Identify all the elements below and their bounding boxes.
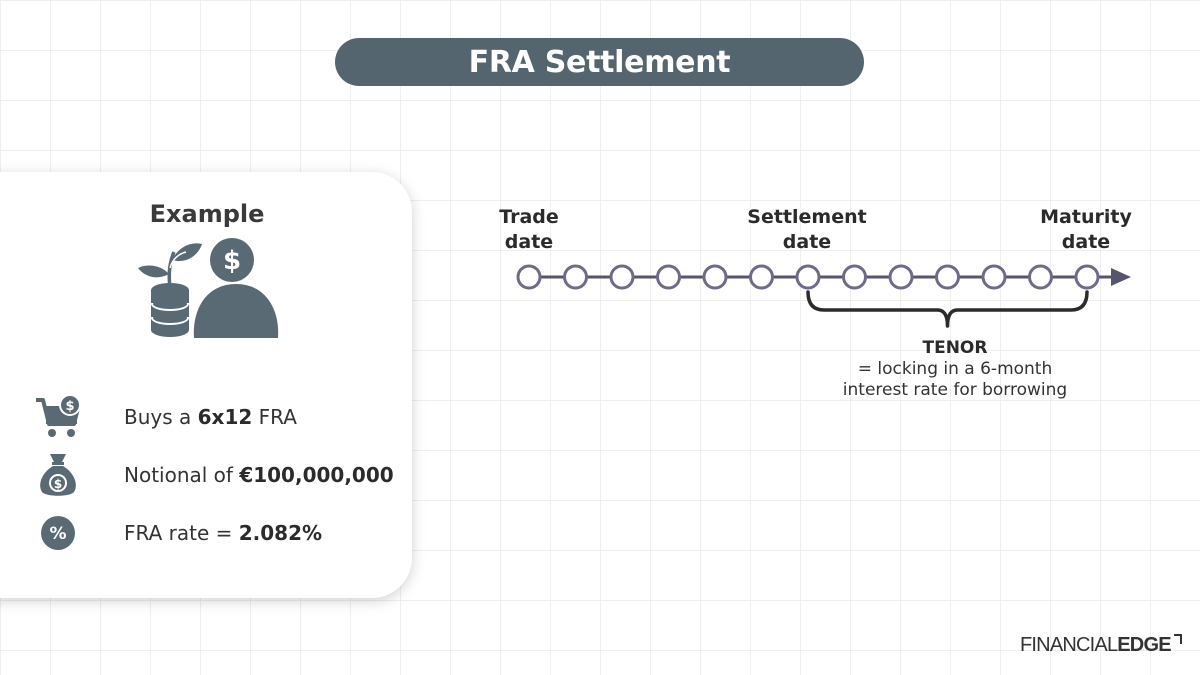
timeline-arrowhead [1111, 268, 1131, 286]
tenor-title: TENOR [922, 338, 988, 358]
money-bag-icon: $ [40, 454, 76, 496]
timeline-node [563, 264, 588, 290]
cart-dollar-icon: $ [36, 394, 81, 437]
plant-coins-investor-icon: $ [138, 238, 279, 338]
item-notional: Notional of €100,000,000 [124, 463, 394, 487]
timeline-node [749, 264, 774, 290]
timeline-node [702, 264, 728, 290]
timeline-node [981, 264, 1007, 290]
timeline-node [795, 264, 821, 290]
timeline-node [888, 264, 914, 290]
timeline-node [842, 264, 867, 290]
timeline-node [609, 264, 635, 290]
item-fra-rate: FRA rate = 2.082% [124, 521, 323, 545]
timeline-node [935, 264, 960, 290]
timeline-node [1028, 264, 1053, 290]
timeline-node [656, 264, 681, 290]
svg-text:$: $ [65, 399, 74, 414]
svg-text:$: $ [223, 246, 241, 276]
tenor-annotation: TENOR = locking in a 6-month interest ra… [800, 338, 1110, 401]
page-title: FRA Settlement [335, 38, 864, 86]
tenor-bracket [806, 290, 1089, 328]
percent-icon: % [41, 516, 75, 550]
svg-text:$: $ [54, 477, 62, 491]
timeline-node [516, 264, 542, 290]
tenor-line-1: = locking in a 6-month [857, 359, 1053, 379]
item-buys-fra: Buys a 6x12 FRA [124, 405, 297, 429]
svg-text:%: % [49, 524, 66, 544]
timeline-node [1074, 264, 1100, 290]
logo-corner-mark-icon [1173, 634, 1182, 644]
tenor-line-2: interest rate for borrowing [842, 380, 1068, 400]
